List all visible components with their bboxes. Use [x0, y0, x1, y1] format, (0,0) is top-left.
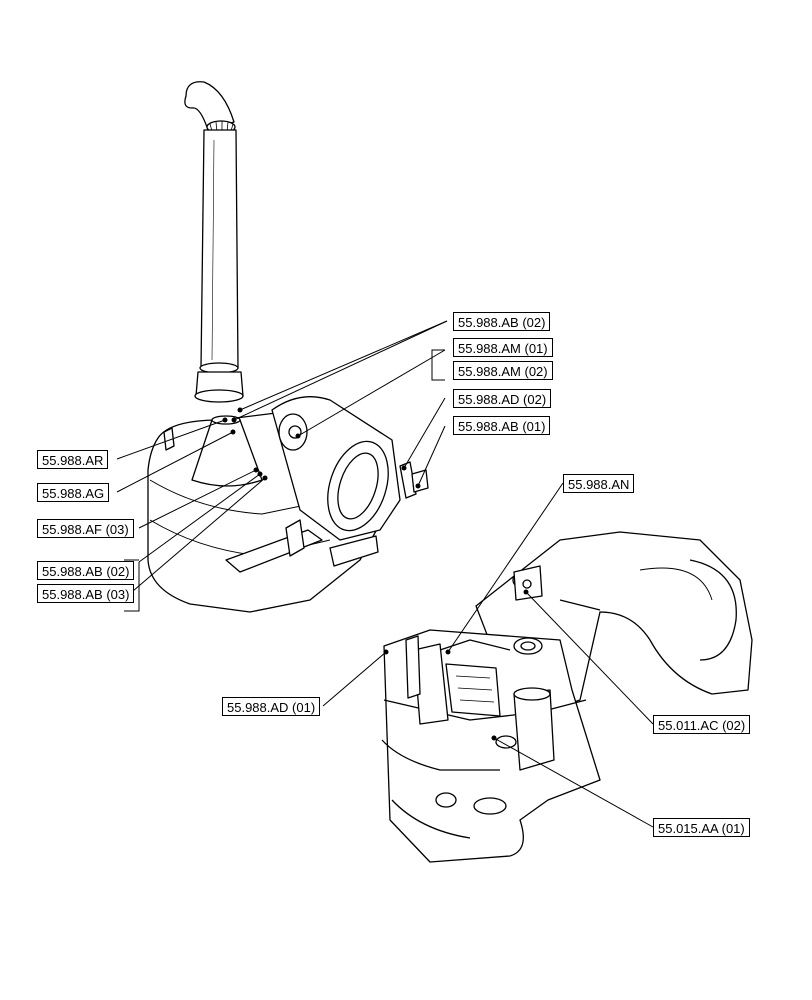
label-55-988-ab-01[interactable]: 55.988.AB (01)	[453, 416, 551, 435]
callout-dots	[222, 407, 529, 741]
label-55-988-ag[interactable]: 55.988.AG	[37, 483, 110, 502]
label-55-988-am-01[interactable]: 55.988.AM (01)	[453, 338, 553, 357]
label-55-988-ab-02-top[interactable]: 55.988.AB (02)	[453, 312, 551, 331]
tank-funnel	[191, 419, 263, 487]
filler-neck	[513, 689, 555, 771]
label-55-015-aa-01[interactable]: 55.015.AA (01)	[653, 818, 750, 837]
filter-drum-face	[327, 440, 389, 532]
label-55-988-ad-01[interactable]: 55.988.AD (01)	[222, 697, 321, 716]
label-55-988-ad-02[interactable]: 55.988.AD (02)	[453, 389, 552, 408]
exhaust-pipe	[200, 129, 239, 369]
leader-lines	[116, 320, 654, 828]
control-module	[413, 643, 449, 725]
label-55-011-ac-02[interactable]: 55.011.AC (02)	[653, 715, 751, 734]
exhaust-assembly	[147, 81, 429, 613]
label-55-988-am-02[interactable]: 55.988.AM (02)	[453, 361, 553, 380]
tank-assembly	[381, 531, 753, 863]
round-port	[435, 792, 457, 808]
label-55-988-an[interactable]: 55.988.AN	[563, 474, 635, 493]
label-55-988-ab-03[interactable]: 55.988.AB (03)	[37, 584, 135, 603]
label-55-988-af-03[interactable]: 55.988.AF (03)	[37, 519, 134, 538]
label-55-988-ab-02-left[interactable]: 55.988.AB (02)	[37, 561, 135, 580]
label-55-988-ar[interactable]: 55.988.AR	[37, 450, 109, 469]
